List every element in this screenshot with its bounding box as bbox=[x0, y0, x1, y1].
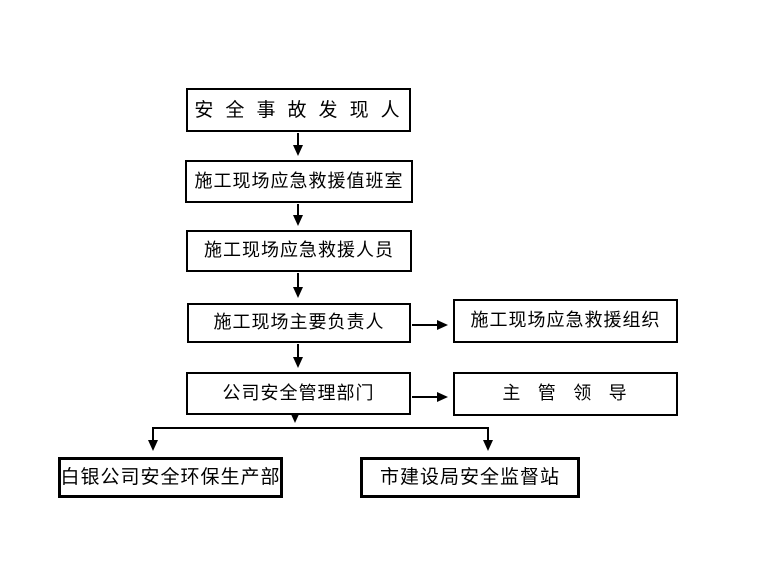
node-supervising-leader: 主 管 领 导 bbox=[453, 372, 678, 416]
node-label: 主 管 领 导 bbox=[502, 383, 629, 404]
node-label: 施工现场主要负责人 bbox=[213, 312, 385, 333]
node-label: 施工现场应急救援人员 bbox=[204, 240, 394, 261]
node-label: 安 全 事 故 发 现 人 bbox=[194, 98, 403, 121]
node-site-emergency-rescue-organization: 施工现场应急救援组织 bbox=[453, 299, 678, 343]
node-company-safety-management-dept: 公司安全管理部门 bbox=[186, 372, 411, 415]
node-label: 公司安全管理部门 bbox=[222, 382, 375, 404]
node-site-emergency-rescue-staff: 施工现场应急救援人员 bbox=[186, 230, 412, 272]
node-baiyin-company-safety-env-production-dept: 白银公司安全环保生产部 bbox=[58, 457, 283, 498]
node-city-construction-bureau-safety-station: 市建设局安全监督站 bbox=[360, 457, 580, 498]
node-label: 市建设局安全监督站 bbox=[379, 466, 560, 488]
node-site-emergency-duty-room: 施工现场应急救援值班室 bbox=[185, 160, 413, 203]
node-label: 施工现场应急救援组织 bbox=[470, 310, 661, 331]
node-label: 施工现场应急救援值班室 bbox=[194, 170, 404, 192]
node-label: 白银公司安全环保生产部 bbox=[60, 466, 281, 488]
node-safety-incident-discoverer: 安 全 事 故 发 现 人 bbox=[186, 88, 411, 132]
node-site-chief-responsible-person: 施工现场主要负责人 bbox=[187, 303, 411, 343]
